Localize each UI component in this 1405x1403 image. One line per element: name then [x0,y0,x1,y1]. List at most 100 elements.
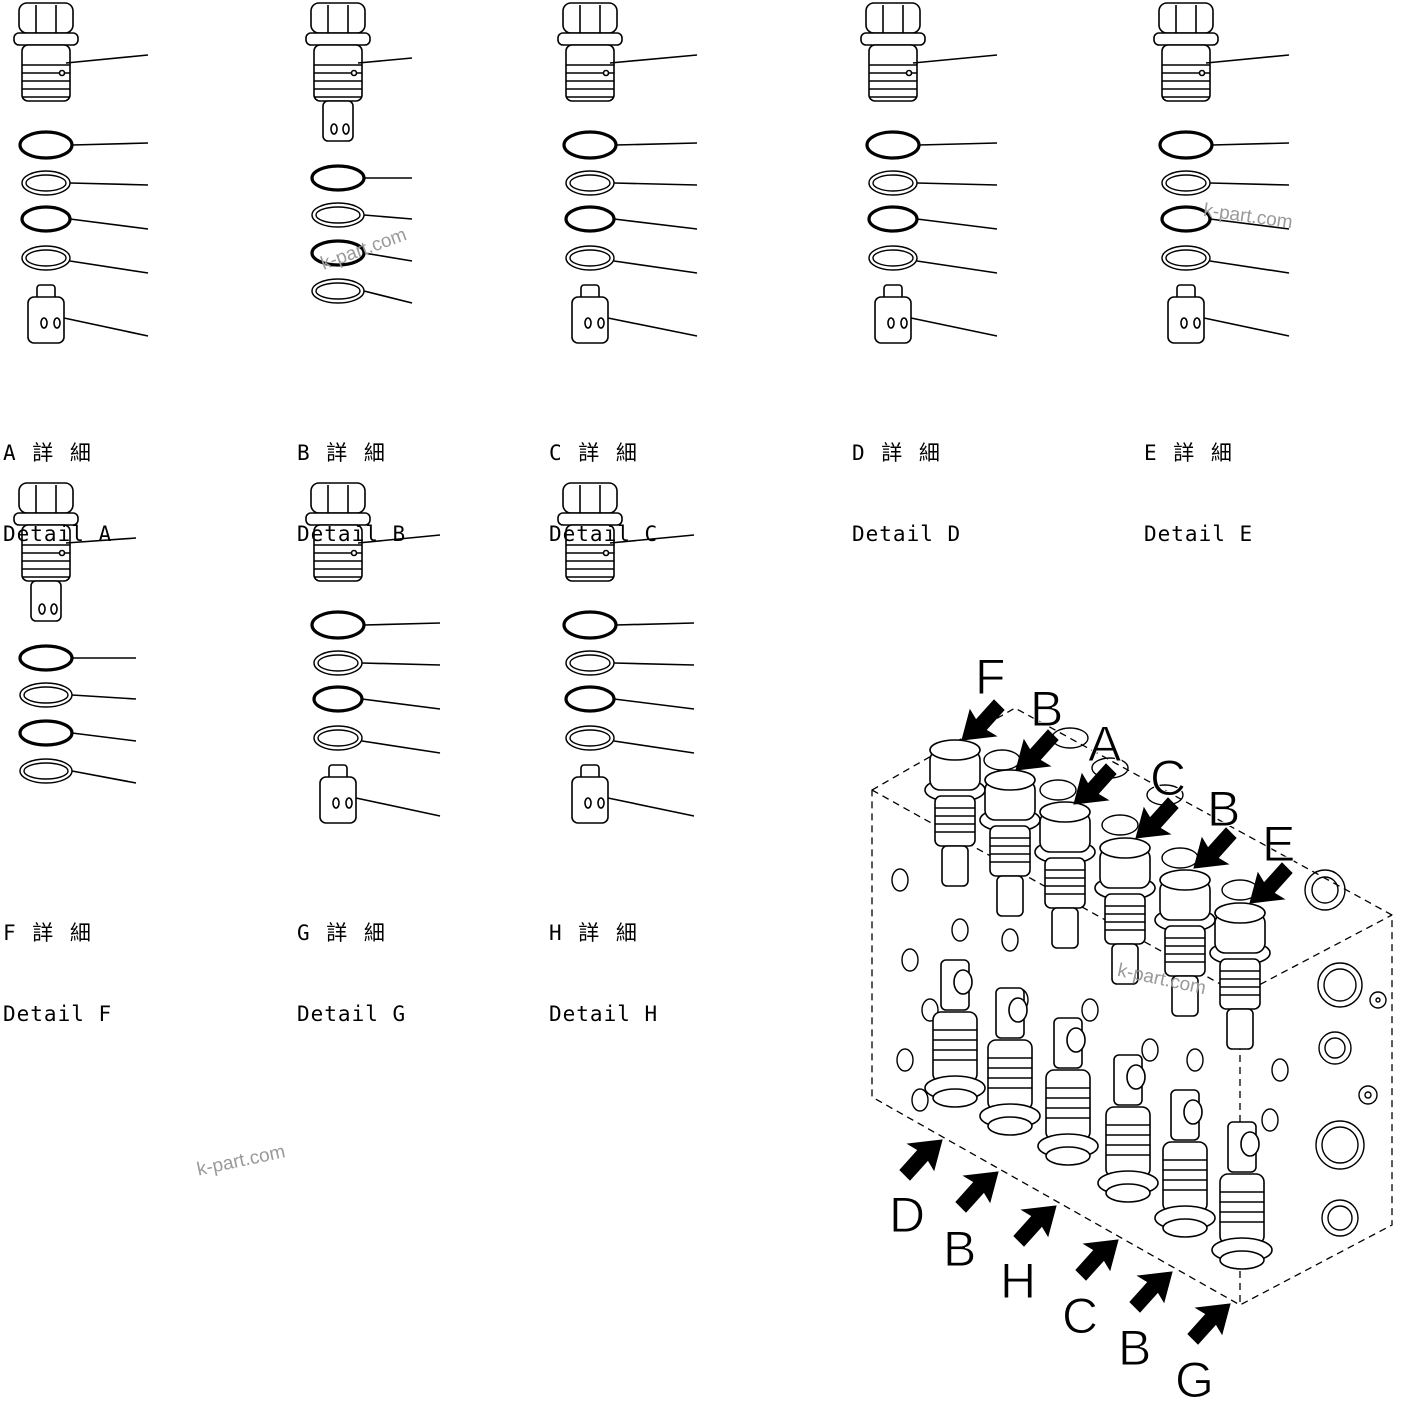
plug-port [350,549,358,557]
poppet-hole [53,317,61,329]
caption-jp: C 詳 細 [549,441,639,465]
detail-h-parts [557,482,695,824]
top-hole [1101,814,1139,836]
plug-hex-head [1158,2,1214,34]
valve-base [1219,1250,1265,1270]
stem-hole [38,603,46,615]
poppet-hole [597,797,605,809]
leader-line [1211,142,1290,146]
leader-line [361,740,441,754]
leader-line [363,622,441,626]
backup-ring-inner [872,174,914,192]
plug-top [984,769,1036,791]
arrow-b2-top [1193,827,1237,869]
plug-port [58,69,66,77]
plug-top [1214,902,1266,924]
leader-line [613,218,698,230]
leader-line [613,740,695,754]
leader-line [71,142,149,146]
valve-base [987,1116,1033,1136]
front-hole [1271,1058,1289,1082]
caption-jp: E 詳 細 [1144,441,1234,465]
leader-line [69,218,149,230]
caption-detail-a: A 詳 細 Detail A [3,386,112,602]
plug-body [1044,857,1086,909]
installed-plug-1 [924,739,986,887]
leader-line [607,317,698,337]
leader-line [916,260,998,274]
leader-line [1209,218,1290,230]
caption-detail-c: C 詳 細 Detail C [549,386,658,602]
caption-jp: F 詳 細 [3,921,93,945]
plug-body [989,825,1031,877]
poppet-hole [1180,317,1188,329]
caption-jp: A 詳 細 [3,441,93,465]
plug-stem [322,100,354,142]
side-port [1315,1120,1365,1170]
installed-valve-4 [1097,1054,1159,1203]
leader-line [613,662,695,666]
arrow-d [899,1139,943,1181]
valve-ring [1066,1027,1086,1053]
plug-hex-head [865,2,921,34]
front-hole [896,1048,914,1072]
backup-ring-inner [1165,174,1207,192]
installed-plug-5 [1154,869,1216,1017]
leader-line [912,54,998,64]
stem-hole [342,123,350,135]
backup-ring [565,725,615,751]
plug-hex-head [310,2,366,34]
caption-detail-b: B 詳 細 Detail B [297,386,406,602]
stem-hole [50,603,58,615]
poppet-hole [900,317,908,329]
leader-line [363,290,413,304]
detail-g-parts [305,482,441,824]
leader-line [1209,182,1290,186]
backup-ring [1161,245,1211,271]
caption-en: Detail G [297,1002,407,1026]
leader-line [361,662,441,666]
leader-line [357,534,441,544]
leader-line [363,252,413,262]
front-hole [1186,1048,1204,1072]
plug-hex-head [562,2,618,34]
backup-ring-inner [1165,249,1207,267]
top-hole [1039,779,1077,801]
leader-line [609,54,698,64]
installed-valve-5 [1154,1089,1216,1238]
backup-ring-inner [569,654,611,672]
leader-line [916,218,998,230]
poppet-hole [584,317,592,329]
caption-detail-f: F 詳 細 Detail F [3,866,112,1082]
valve-ring [1008,997,1028,1023]
plug-flange [557,32,623,46]
leader-line [613,182,698,186]
plug-port [350,69,358,77]
valve-base [1045,1146,1091,1166]
arrow-b-bottom [955,1171,999,1213]
valve-ring [953,969,973,995]
front-hole [911,1088,929,1112]
valve-ring [1183,1099,1203,1125]
o-ring [20,205,72,233]
installed-valve-6 [1211,1121,1273,1270]
backup-ring-inner [569,174,611,192]
leader-line [615,142,698,146]
o-ring [18,130,74,160]
side-port-inner [1321,1126,1359,1164]
o-ring [865,130,921,160]
backup-ring-inner [317,729,359,747]
o-ring [562,130,618,160]
caption-jp: D 詳 細 [852,441,942,465]
top-hole [1161,847,1199,869]
detail-b-parts [305,2,413,304]
backup-ring-inner [317,654,359,672]
caption-jp: G 詳 細 [297,921,387,945]
leader-line [615,622,695,626]
leader-line [1209,260,1290,274]
o-ring [310,610,366,640]
installed-plug-6 [1209,902,1271,1050]
top-port [1304,869,1346,911]
